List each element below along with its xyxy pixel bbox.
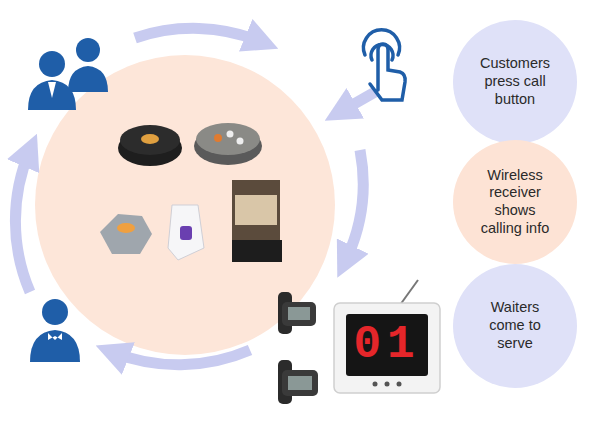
person-head xyxy=(39,51,65,77)
button-key xyxy=(141,134,159,144)
background-circle xyxy=(35,55,335,355)
node-label: Waiters come to serve xyxy=(473,299,557,352)
button-key xyxy=(180,226,192,240)
pager-watch xyxy=(278,292,316,334)
call-button-black xyxy=(118,125,182,166)
person-head xyxy=(42,299,68,325)
node-label: Wireless receiver shows calling info xyxy=(473,167,557,238)
info-circle: Waiters come to serve xyxy=(453,264,577,388)
display-key xyxy=(373,382,378,387)
button-top xyxy=(120,125,180,155)
button-top xyxy=(196,123,260,155)
cycle-arrow xyxy=(112,350,250,365)
person-tie xyxy=(48,82,56,98)
person-body xyxy=(68,66,108,92)
circle-fill xyxy=(453,140,577,264)
customers-icon xyxy=(28,38,108,110)
cycle-arrow xyxy=(135,28,262,42)
person-body xyxy=(28,80,76,110)
circle-fill xyxy=(453,264,577,388)
display-key xyxy=(385,382,390,387)
person-head xyxy=(76,38,100,62)
cycle-arrow xyxy=(15,150,30,292)
antenna xyxy=(400,280,418,305)
touch-hand xyxy=(370,44,405,100)
circle-fill xyxy=(453,20,577,144)
touch-icon xyxy=(363,30,405,100)
watch-screen xyxy=(288,307,310,320)
node-label: Customers press call button xyxy=(473,55,557,108)
display-frame xyxy=(334,303,440,393)
button-body xyxy=(168,205,204,260)
menu-card xyxy=(232,180,280,240)
info-circle: Wireless receiver shows calling info xyxy=(453,140,577,264)
cycle-arrows xyxy=(15,28,375,364)
display-screen xyxy=(346,314,428,376)
bow-tie xyxy=(48,333,62,340)
button-body xyxy=(100,214,152,254)
menu-holder xyxy=(232,180,282,262)
cycle-arrow xyxy=(340,92,375,112)
info-circle: Customers press call button xyxy=(453,20,577,144)
display-key xyxy=(397,382,402,387)
watch-case xyxy=(282,370,318,396)
watch-case xyxy=(282,302,316,326)
menu-photo xyxy=(235,195,277,225)
button-key xyxy=(117,223,135,233)
button-key xyxy=(237,138,244,145)
watch-screen xyxy=(288,376,312,390)
call-button-grey xyxy=(194,123,262,165)
display-receiver xyxy=(334,280,440,393)
cycle-arrow xyxy=(345,150,363,262)
button-key xyxy=(227,131,234,138)
button-key xyxy=(214,134,222,142)
display-digits: 01 xyxy=(346,314,428,376)
person-body xyxy=(30,330,80,362)
pager-watch xyxy=(278,360,318,404)
call-button-hex xyxy=(100,214,152,254)
holder-base xyxy=(232,240,282,262)
call-button-card xyxy=(168,205,204,260)
waiter-icon xyxy=(30,299,80,362)
